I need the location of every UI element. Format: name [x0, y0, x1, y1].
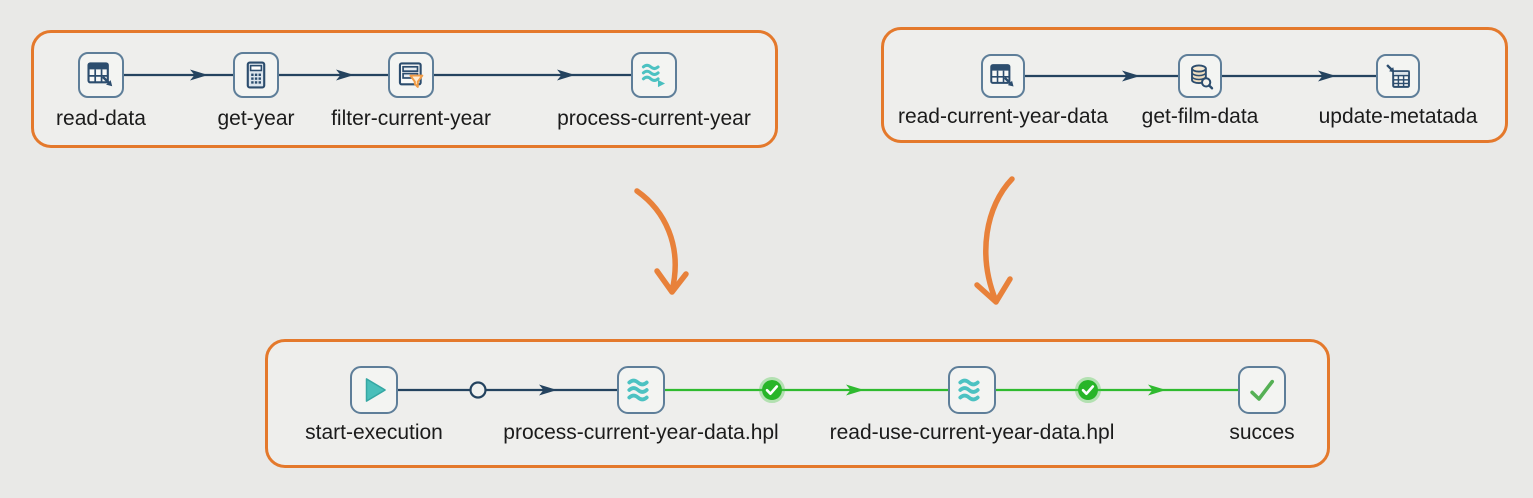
start-icon — [365, 378, 386, 402]
hop-filter-to-process — [434, 69, 631, 81]
annotation-arrow-left — [634, 188, 689, 295]
node-label-succes: succes — [1229, 421, 1295, 444]
table-input-icon — [87, 62, 113, 87]
node-tile-get-film-data[interactable] — [1178, 54, 1222, 98]
node-tile-start-execution[interactable] — [350, 366, 398, 414]
node-tile-succes[interactable] — [1238, 366, 1286, 414]
hop-read-use-to-succes — [996, 377, 1238, 403]
hop-get-year-to-filter — [279, 69, 388, 81]
node-label-get-film-data: get-film-data — [1141, 105, 1259, 128]
node-tile-get-year[interactable] — [233, 52, 279, 98]
success-status-icon — [1075, 377, 1101, 403]
table-output-icon — [1386, 64, 1410, 88]
node-label-start-execution: start-execution — [305, 421, 443, 444]
node-label-read-use-current-year-data-hpl: read-use-current-year-data.hpl — [829, 421, 1115, 444]
annotation-box-workflow — [265, 339, 1330, 468]
node-tile-read-use-current-year-data-hpl[interactable] — [948, 366, 996, 414]
node-label-process-current-year: process-current-year — [557, 107, 751, 130]
pipeline-icon — [958, 378, 980, 402]
node-label-read-current-year-data: read-current-year-data — [897, 105, 1109, 128]
node-label-update-metatada: update-metatada — [1318, 105, 1478, 128]
annotation-arrow-right — [974, 176, 1015, 305]
pipeline-icon — [627, 378, 649, 402]
hop-condition-circle — [469, 381, 487, 399]
table-input-icon — [990, 64, 1014, 87]
success-check-icon — [1250, 379, 1274, 401]
hop-process-to-read-use — [665, 377, 948, 403]
node-tile-process-current-year-data-hpl[interactable] — [617, 366, 665, 414]
node-tile-process-current-year[interactable] — [631, 52, 677, 98]
node-tile-filter-current-year[interactable] — [388, 52, 434, 98]
node-label-filter-current-year: filter-current-year — [331, 107, 491, 130]
pipeline-run-icon — [641, 63, 666, 88]
node-tile-update-metatada[interactable] — [1376, 54, 1420, 98]
node-label-get-year: get-year — [217, 107, 295, 130]
node-tile-read-data[interactable] — [78, 52, 124, 98]
hop-get-film-to-update — [1222, 70, 1376, 82]
node-tile-read-current-year-data[interactable] — [981, 54, 1025, 98]
hop-read-to-get-film — [1025, 70, 1178, 82]
node-label-process-current-year-data-hpl: process-current-year-data.hpl — [503, 421, 779, 444]
node-label-read-data: read-data — [56, 107, 146, 130]
hop-start-to-process — [398, 381, 617, 399]
success-status-icon — [759, 377, 785, 403]
hop-read-data-to-get-year — [124, 69, 233, 81]
calculator-icon — [246, 61, 266, 89]
filter-rows-icon — [398, 62, 424, 88]
database-lookup-icon — [1191, 64, 1214, 90]
